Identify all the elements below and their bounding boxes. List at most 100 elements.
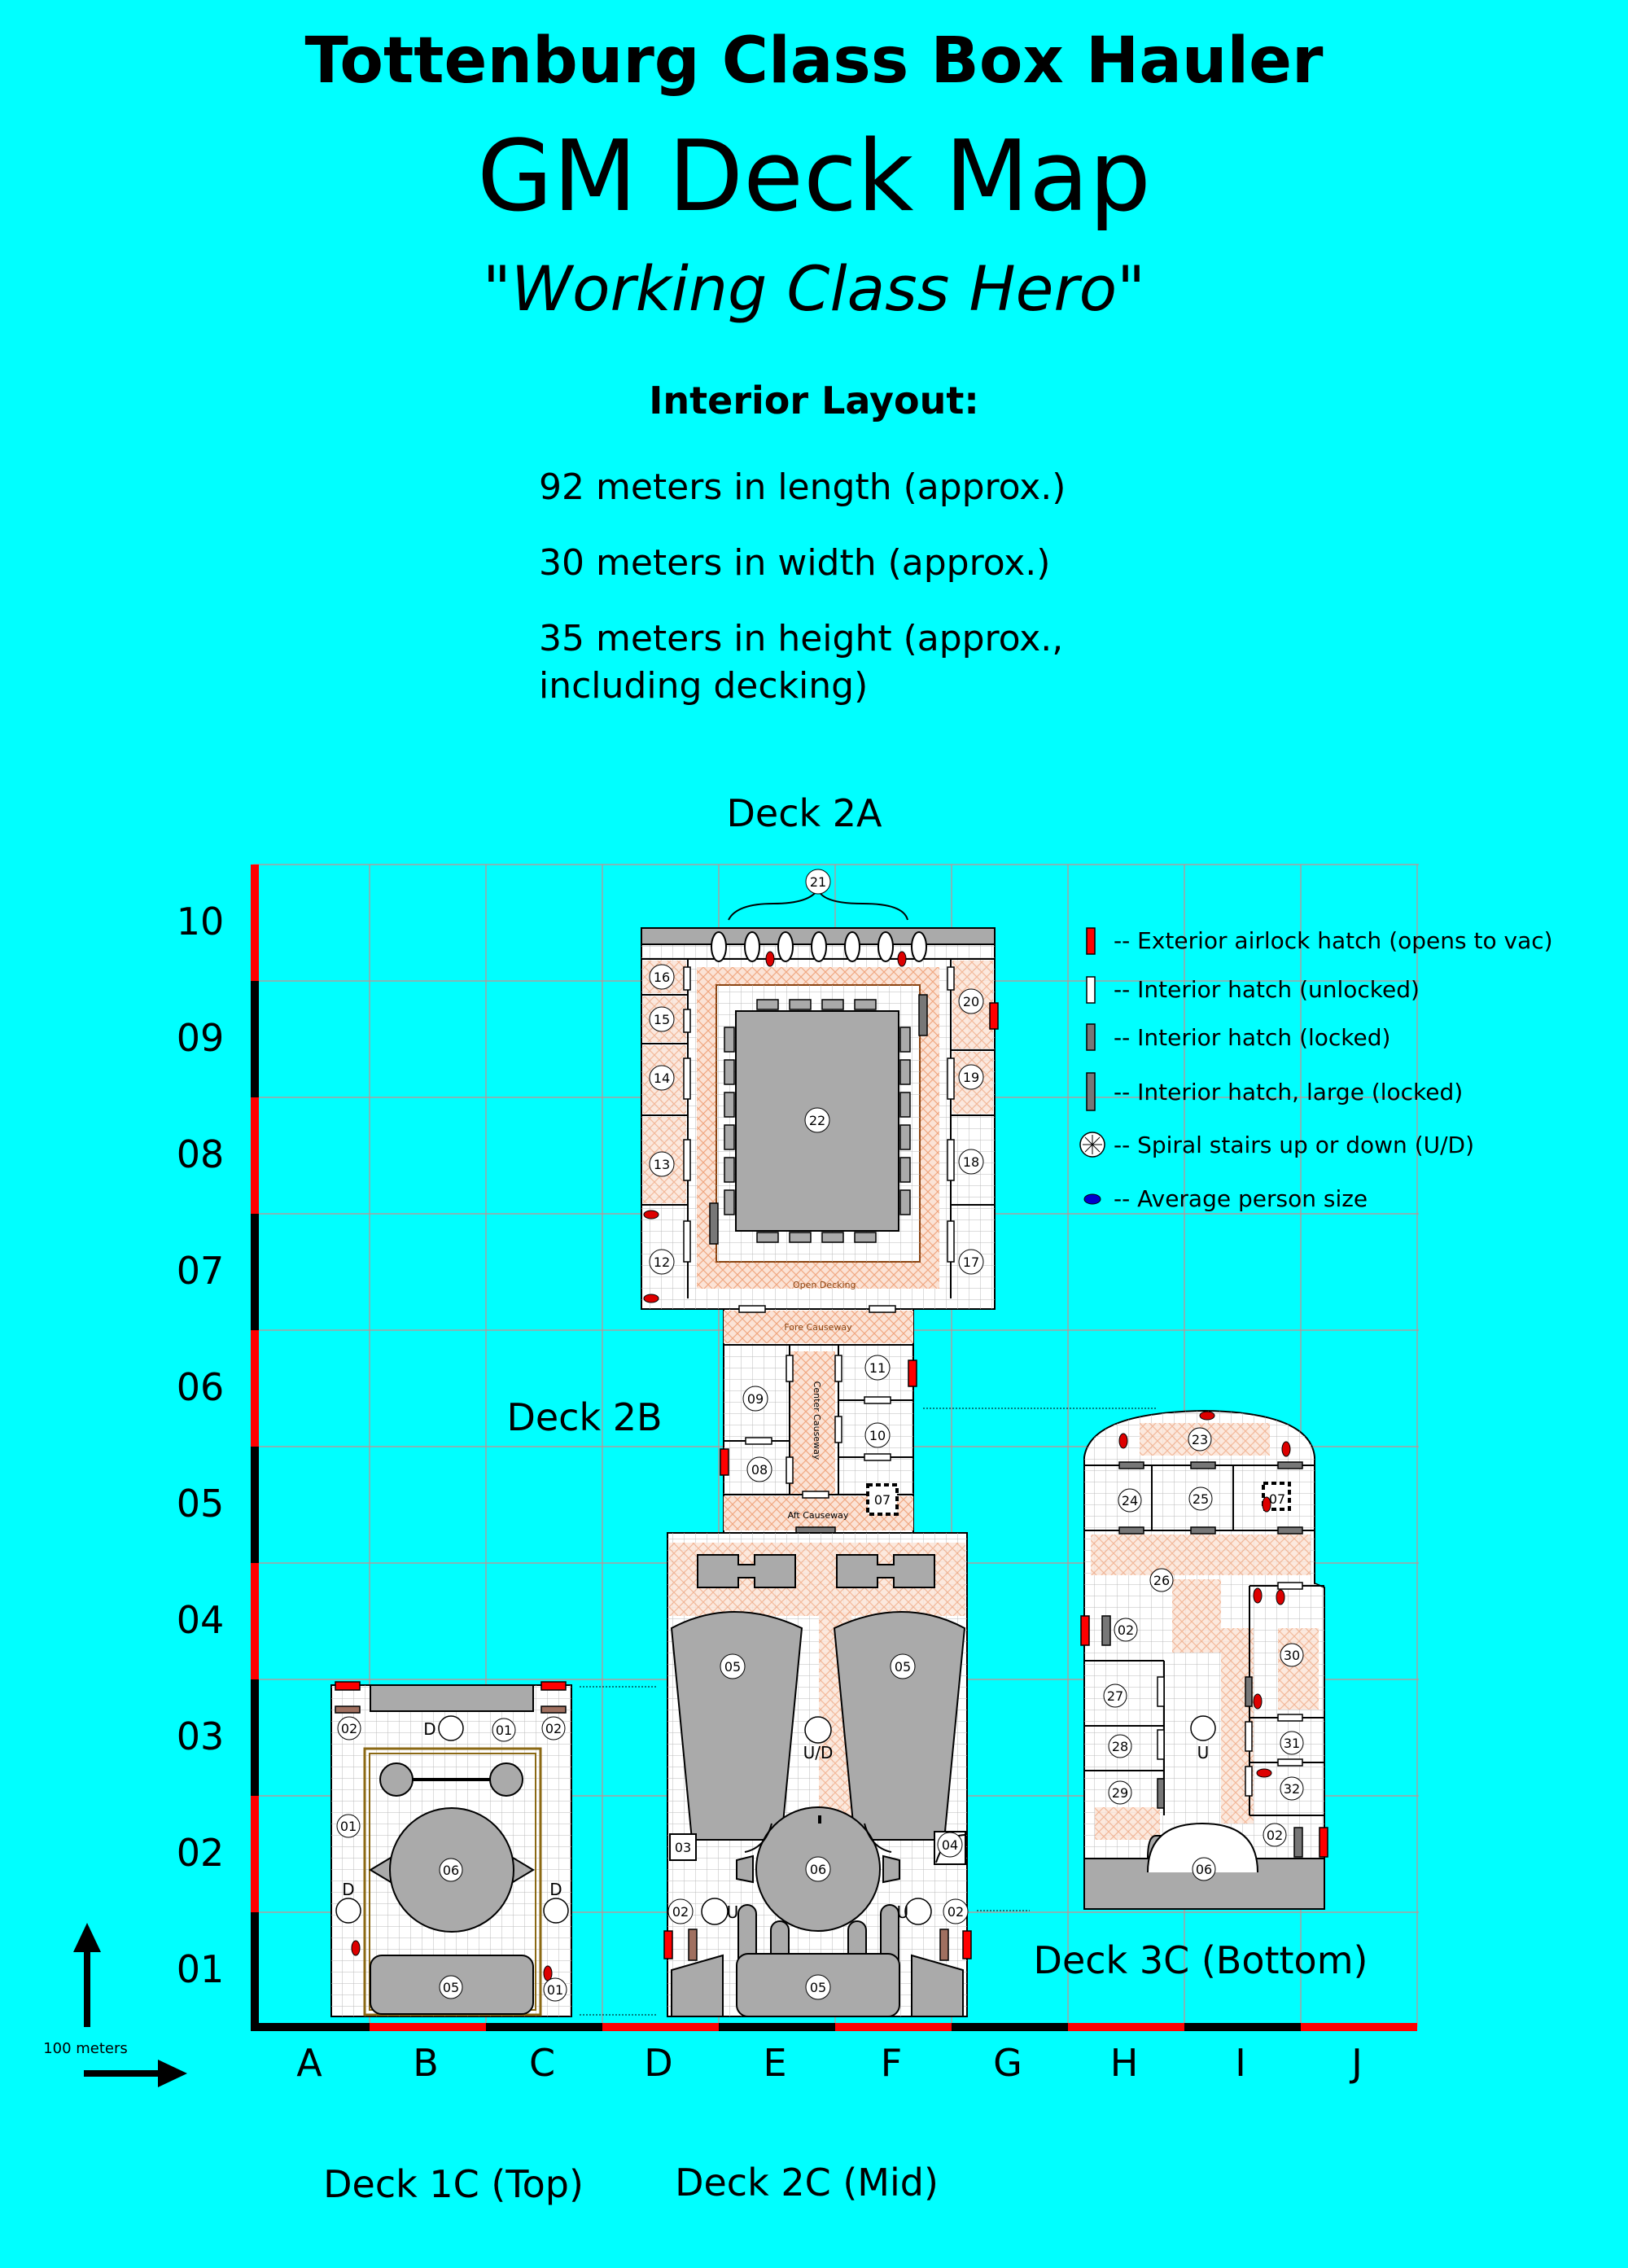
column-label: I — [1235, 2041, 1246, 2085]
room-number: 15 — [654, 1012, 670, 1027]
room-number: 10 — [869, 1428, 886, 1443]
room-number: 31 — [1284, 1736, 1300, 1751]
legend-text: -- Average person size — [1114, 1185, 1368, 1212]
deck-1c: 02 01 02 01 06 05 01 D D D — [330, 1681, 658, 2017]
map-title: Tottenburg Class Box Hauler — [304, 24, 1324, 98]
row-label: 01 — [177, 1947, 225, 1991]
room-number: 25 — [1193, 1491, 1209, 1507]
stair-direction: D — [342, 1880, 354, 1899]
row-label: 07 — [177, 1249, 225, 1293]
row-label: 05 — [177, 1482, 225, 1526]
room-number: 06 — [810, 1862, 826, 1877]
legend-text: -- Interior hatch, large (locked) — [1114, 1079, 1463, 1106]
tagline-text: Working Class Hero — [510, 252, 1118, 325]
room-number: 02 — [947, 1904, 964, 1920]
fore-causeway-label: Fore Causeway — [784, 1322, 852, 1333]
person-size-icon — [1083, 1193, 1101, 1205]
airlock-hatch — [962, 1930, 972, 1959]
deck-2a-label: Deck 2A — [726, 791, 882, 835]
aft-causeway-label: Aft Causeway — [788, 1510, 849, 1521]
deck-1c-label: Deck 1C (Top) — [323, 2162, 584, 2206]
airlock-hatch — [908, 1359, 917, 1387]
airlock-hatch — [989, 1002, 999, 1030]
column-label: F — [881, 2041, 902, 2085]
column-label: H — [1110, 2041, 1139, 2085]
room-number: 13 — [654, 1157, 670, 1172]
room-number: 01 — [340, 1819, 357, 1834]
stair-direction: U — [1197, 1743, 1210, 1762]
column-label: A — [296, 2041, 322, 2085]
stair-well — [866, 1483, 899, 1516]
center-causeway-label: Center Causeway — [812, 1381, 822, 1460]
room-number: 05 — [443, 1980, 459, 1995]
room-number: 12 — [654, 1254, 670, 1270]
open-decking-label: Open Decking — [793, 1280, 856, 1290]
column-label: D — [644, 2041, 672, 2085]
airlock-hatch — [540, 1681, 567, 1691]
row-label: 02 — [177, 1831, 225, 1875]
scale-indicator: 100 meters — [43, 1923, 187, 2087]
room-number: 18 — [963, 1154, 979, 1170]
room-number: 09 — [747, 1391, 764, 1407]
spec-length: 92 meters in length (approx.) — [539, 466, 1066, 508]
column-label: G — [993, 2041, 1022, 2085]
room-number: 03 — [675, 1840, 691, 1855]
room-number: 30 — [1284, 1648, 1300, 1663]
exterior-airlock-hatch-icon — [1086, 927, 1096, 955]
room-number: 02 — [545, 1721, 562, 1736]
room-number: 05 — [895, 1659, 911, 1675]
column-label: E — [763, 2041, 786, 2085]
row-label: 10 — [177, 900, 225, 944]
room-number: 07 — [874, 1492, 891, 1508]
row-label: 04 — [177, 1598, 225, 1642]
arrow-up-icon — [73, 1923, 101, 1952]
deck-2b: Fore Causeway Aft Causeway Center Causew… — [720, 1305, 1156, 1535]
room-number: 02 — [1118, 1622, 1134, 1638]
row-label: 08 — [177, 1132, 225, 1176]
row-label: 06 — [177, 1365, 225, 1409]
room-number: 05 — [724, 1659, 741, 1675]
row-label: 03 — [177, 1714, 225, 1758]
airlock-hatch — [663, 1930, 673, 1959]
room-number: 01 — [496, 1723, 512, 1738]
deck-2b-label: Deck 2B — [506, 1395, 662, 1439]
room-number: 07 — [1269, 1491, 1285, 1507]
room-number: 16 — [654, 970, 670, 985]
deck-2c: 05 05 06 03 04 02 02 05 U/D U U — [663, 1532, 1030, 2017]
engine-pod — [670, 1611, 803, 1841]
room-number: 06 — [443, 1863, 459, 1878]
room-number: 04 — [942, 1837, 958, 1853]
deck-3c: 23 24 25 07 26 02 30 27 28 31 29 32 02 0… — [1080, 1409, 1328, 1910]
room-number: 32 — [1284, 1781, 1300, 1797]
interior-hatch-unlocked-icon — [1086, 976, 1096, 1004]
room-number: 06 — [1196, 1862, 1212, 1877]
stair-direction: U/D — [803, 1743, 834, 1762]
column-labels: A B C D E F G H I J — [296, 2041, 1363, 2085]
spec-width: 30 meters in width (approx.) — [539, 542, 1051, 584]
stair-direction: U — [727, 1902, 739, 1922]
room-number: 05 — [810, 1980, 826, 1995]
room-number: 24 — [1122, 1493, 1138, 1508]
legend: -- Exterior airlock hatch (opens to vac)… — [1079, 927, 1553, 1212]
room-number: 02 — [1267, 1828, 1283, 1843]
map-tagline: "Working Class Hero" — [482, 252, 1146, 325]
airlock-hatch — [1080, 1615, 1090, 1646]
room-number: 22 — [809, 1113, 825, 1128]
deck-2a: Open Decking 21 20 19 18 17 16 15 14 13 … — [641, 869, 999, 1310]
legend-text: -- Exterior airlock hatch (opens to vac) — [1114, 927, 1553, 954]
column-label: C — [529, 2041, 555, 2085]
deck-3c-label: Deck 3C (Bottom) — [1034, 1938, 1368, 1982]
airlock-hatch — [335, 1681, 361, 1691]
room-number: 23 — [1192, 1432, 1208, 1447]
arrow-right-icon — [158, 2060, 187, 2087]
room-number: 02 — [672, 1904, 689, 1920]
column-label: B — [413, 2041, 439, 2085]
legend-text: -- Interior hatch (unlocked) — [1114, 976, 1420, 1003]
airlock-hatch — [1319, 1827, 1328, 1858]
scale-label: 100 meters — [43, 2040, 128, 2057]
room-number: 17 — [963, 1254, 979, 1270]
room-number: 29 — [1112, 1785, 1128, 1801]
room-number: 27 — [1107, 1688, 1123, 1704]
row-label: 09 — [177, 1016, 225, 1060]
